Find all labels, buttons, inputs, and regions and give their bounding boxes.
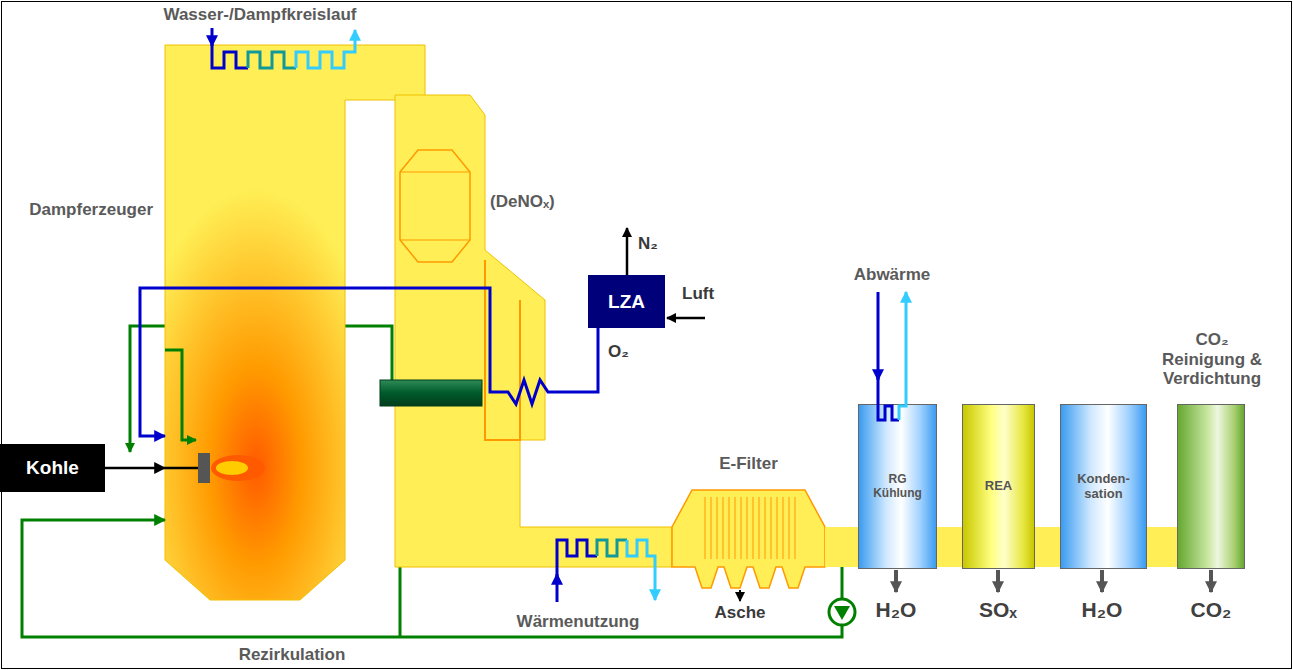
process-box: REA (962, 404, 1035, 569)
text-label: H₂O (1067, 598, 1137, 622)
heat-exchanger (878, 376, 899, 420)
waste-heat-arrow (899, 292, 906, 420)
box-label: REA (985, 479, 1012, 494)
process-box: CO₂ Reinigung & Verdichtung (1177, 404, 1245, 569)
box-label: LZA (608, 291, 645, 313)
process-box: Konden- sation (1060, 404, 1147, 569)
box-label: Konden- sation (1069, 472, 1138, 502)
text-label: H₂O (861, 598, 931, 622)
coal-feed (165, 467, 198, 470)
fan-symbol (834, 606, 850, 620)
output-arrow (894, 570, 898, 592)
flame (211, 455, 265, 481)
plant-section: (DeNOₓ) (400, 150, 470, 262)
connector-label: O₂ (606, 342, 631, 362)
process-box: RG Kühlung (858, 404, 937, 569)
drawing-part (22, 288, 1177, 637)
flue-gas-duct (825, 527, 858, 567)
output-arrow (996, 570, 1000, 592)
nitrogen-arrow (626, 228, 629, 275)
flame (216, 461, 248, 475)
flue-gas-duct (1147, 527, 1177, 567)
e-filter-plates (700, 497, 798, 559)
output-arrow (1209, 570, 1213, 592)
heat-exchanger (248, 52, 296, 68)
e-filter-body (672, 490, 825, 588)
heat-exchanger (597, 540, 627, 556)
section-heading: Dampferzeuger (13, 200, 153, 220)
text-label: Abwärme (832, 265, 952, 285)
boiler-furnace (165, 45, 425, 600)
text-label: CO₂ (1176, 598, 1246, 622)
boiler-second-pass (395, 95, 672, 567)
process-box: Kohle (0, 444, 105, 492)
flow-line (22, 520, 842, 637)
denox-reactor (400, 150, 470, 262)
text-label: Luft (682, 284, 714, 304)
text-label: Wärmenutzung (498, 612, 658, 632)
heat-use-arrow (556, 574, 559, 602)
denox-rim (400, 172, 470, 240)
flue-gas-duct (1035, 527, 1060, 567)
text-label: Wasser-/Dampfkreislauf (140, 5, 380, 25)
connector-label: Rezirkulation (225, 645, 359, 665)
section-heading: CO₂ Reinigung & Verdichtung (1152, 330, 1272, 389)
section-heading: E-Filter (672, 454, 825, 474)
ash-arrow (739, 590, 741, 601)
flue-gas-duct (937, 527, 962, 567)
recirculation-line (165, 350, 196, 440)
air-arrow (667, 317, 705, 320)
heat-use-arrow (627, 540, 655, 600)
gas-heater (380, 380, 482, 406)
plant-section: Dampferzeuger (165, 45, 345, 600)
flow-line (105, 467, 165, 470)
burner (198, 453, 210, 483)
process-box: LZA (588, 275, 665, 328)
box-label: RG Kühlung (869, 473, 926, 501)
waste-heat-arrow (877, 292, 880, 380)
recirculation-fan (829, 599, 855, 625)
steam-arrow (296, 30, 355, 68)
text-label: N₂ (638, 234, 658, 254)
text-label: SOₓ (963, 598, 1033, 622)
heat-exchanger (557, 540, 597, 578)
output-arrow (1100, 570, 1104, 592)
text-label: Asche (700, 603, 780, 623)
box-label: Kohle (26, 457, 79, 479)
flow-line (140, 288, 598, 436)
feedwater-arrow (211, 28, 214, 46)
plant-section: E-Filter (672, 488, 825, 567)
heat-exchanger (212, 44, 248, 68)
section-heading: (DeNOₓ) (490, 192, 570, 212)
